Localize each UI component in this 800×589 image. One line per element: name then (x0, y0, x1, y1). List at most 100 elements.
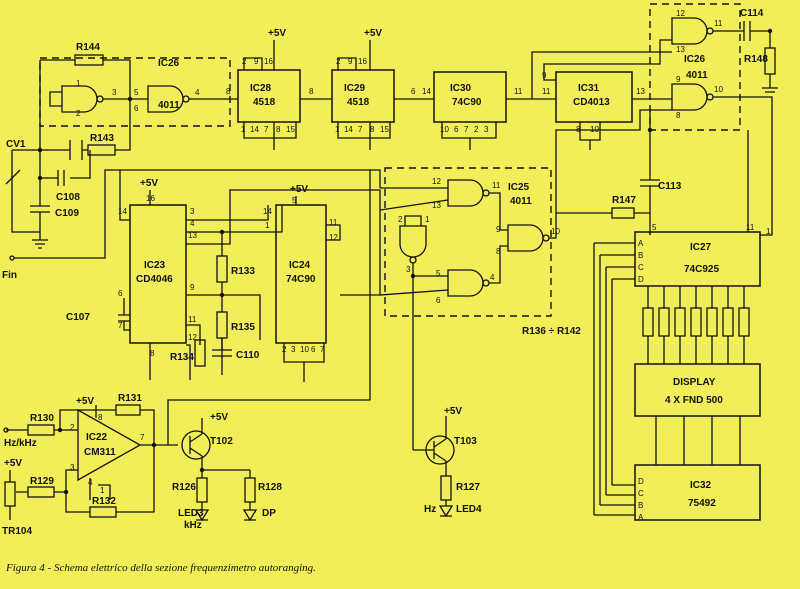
r143-resistor (87, 144, 116, 156)
ic25-wiring (340, 109, 672, 450)
ic27-type: 74C925 (684, 264, 719, 275)
svg-text:2: 2 (70, 423, 75, 432)
r143-wiring (40, 99, 131, 151)
ic26-upper-label: IC26 (684, 54, 706, 65)
svg-text:C: C (638, 263, 644, 272)
r148-ground (762, 87, 778, 93)
figure-caption: Figura 4 - Schema elettrico della sezion… (6, 562, 316, 574)
svg-text:15: 15 (286, 125, 295, 134)
r133-label: R133 (231, 266, 255, 277)
junction-dots (37, 28, 773, 495)
svg-text:6: 6 (454, 125, 459, 134)
ic26-gate-d (671, 83, 708, 111)
ic31-label: IC31 (578, 83, 600, 94)
svg-text:3: 3 (112, 88, 117, 97)
hz-khz-label: Hz/kHz (4, 438, 37, 449)
r126-resistor (196, 477, 208, 503)
ic25-gate-a (447, 179, 484, 207)
ic26-gate-d-bubble (706, 93, 714, 101)
t103-label: T103 (454, 436, 477, 447)
svg-text:12: 12 (676, 9, 685, 18)
svg-text:14: 14 (250, 125, 259, 134)
t102-label: T102 (210, 436, 233, 447)
svg-text:9: 9 (190, 283, 195, 292)
ic29-chip (331, 69, 395, 123)
ic30-wiring (441, 98, 556, 150)
svg-text:3: 3 (70, 463, 75, 472)
dp-label: DP (262, 508, 276, 519)
ic23-label: IC23 (144, 260, 166, 271)
svg-text:1: 1 (100, 486, 105, 495)
ic26-gate-b-bubble (182, 95, 190, 103)
ic25-gate-d (507, 224, 544, 252)
cv1-arrow (5, 169, 21, 185)
ic25-type: 4011 (510, 196, 532, 207)
svg-text:D: D (638, 275, 644, 284)
led4-label: LED4 (456, 504, 482, 515)
ic27-chip (634, 231, 761, 287)
ic29-type: 4518 (347, 97, 370, 108)
svg-text:7: 7 (140, 433, 145, 442)
svg-text:13: 13 (432, 201, 441, 210)
r147-resistor (611, 207, 635, 219)
svg-text:3: 3 (190, 207, 195, 216)
c107-capacitor (118, 298, 130, 331)
ic27-wiring (593, 130, 749, 515)
ic22-wiring (6, 170, 371, 500)
svg-text:5: 5 (436, 269, 441, 278)
ic29-supply: +5V (364, 28, 382, 39)
svg-text:11: 11 (188, 315, 197, 324)
svg-text:5: 5 (134, 88, 139, 97)
svg-text:1: 1 (76, 79, 81, 88)
svg-text:11: 11 (542, 87, 551, 96)
svg-text:9: 9 (676, 75, 681, 84)
r128-resistor (244, 477, 256, 503)
svg-text:4: 4 (195, 88, 200, 97)
tr104-label: TR104 (2, 526, 32, 537)
c113-capacitor (640, 110, 660, 235)
svg-text:14: 14 (422, 87, 431, 96)
ic25-gate-d-bubble (542, 234, 550, 242)
svg-text:8: 8 (309, 87, 314, 96)
ic26-upper-wiring (713, 30, 773, 236)
display-type: 4 X FND 500 (665, 395, 723, 406)
svg-text:12: 12 (188, 333, 197, 342)
r127-resistor (440, 475, 452, 501)
r148-label: R148 (744, 54, 768, 65)
t102-supply: +5V (210, 412, 228, 423)
ic24-wiring (283, 196, 341, 382)
svg-text:7: 7 (358, 125, 363, 134)
hz-khz-terminal[interactable] (3, 427, 9, 433)
svg-text:11: 11 (492, 181, 501, 190)
svg-text:16: 16 (358, 57, 367, 66)
c108-label: C108 (56, 192, 80, 203)
ic26-upper-type: 4011 (686, 70, 708, 81)
ic32-chip (634, 464, 761, 521)
ground-symbol (32, 239, 48, 249)
svg-text:B: B (638, 251, 643, 260)
svg-text:3: 3 (291, 345, 296, 354)
svg-text:6: 6 (311, 345, 316, 354)
led3-label: LED3 (178, 508, 204, 519)
svg-text:8: 8 (98, 413, 103, 422)
r130-resistor (27, 424, 55, 436)
svg-text:6: 6 (411, 87, 416, 96)
ic32-label: IC32 (690, 480, 712, 491)
display-wiring (655, 416, 741, 465)
display-block (634, 363, 761, 417)
svg-text:8: 8 (276, 125, 281, 134)
r135-label: R135 (231, 322, 255, 333)
ic24-type: 74C90 (286, 274, 316, 285)
resistor-array (642, 307, 750, 337)
ic31-chip (555, 71, 633, 123)
hz-label: Hz (424, 504, 436, 515)
svg-text:10: 10 (300, 345, 309, 354)
svg-text:16: 16 (146, 194, 155, 203)
ic22-comparator (77, 408, 142, 482)
fin-terminal[interactable] (9, 255, 15, 261)
ic28-supply: +5V (268, 28, 286, 39)
dp-diode (242, 509, 258, 522)
svg-text:3: 3 (484, 125, 489, 134)
svg-text:A: A (638, 513, 644, 522)
